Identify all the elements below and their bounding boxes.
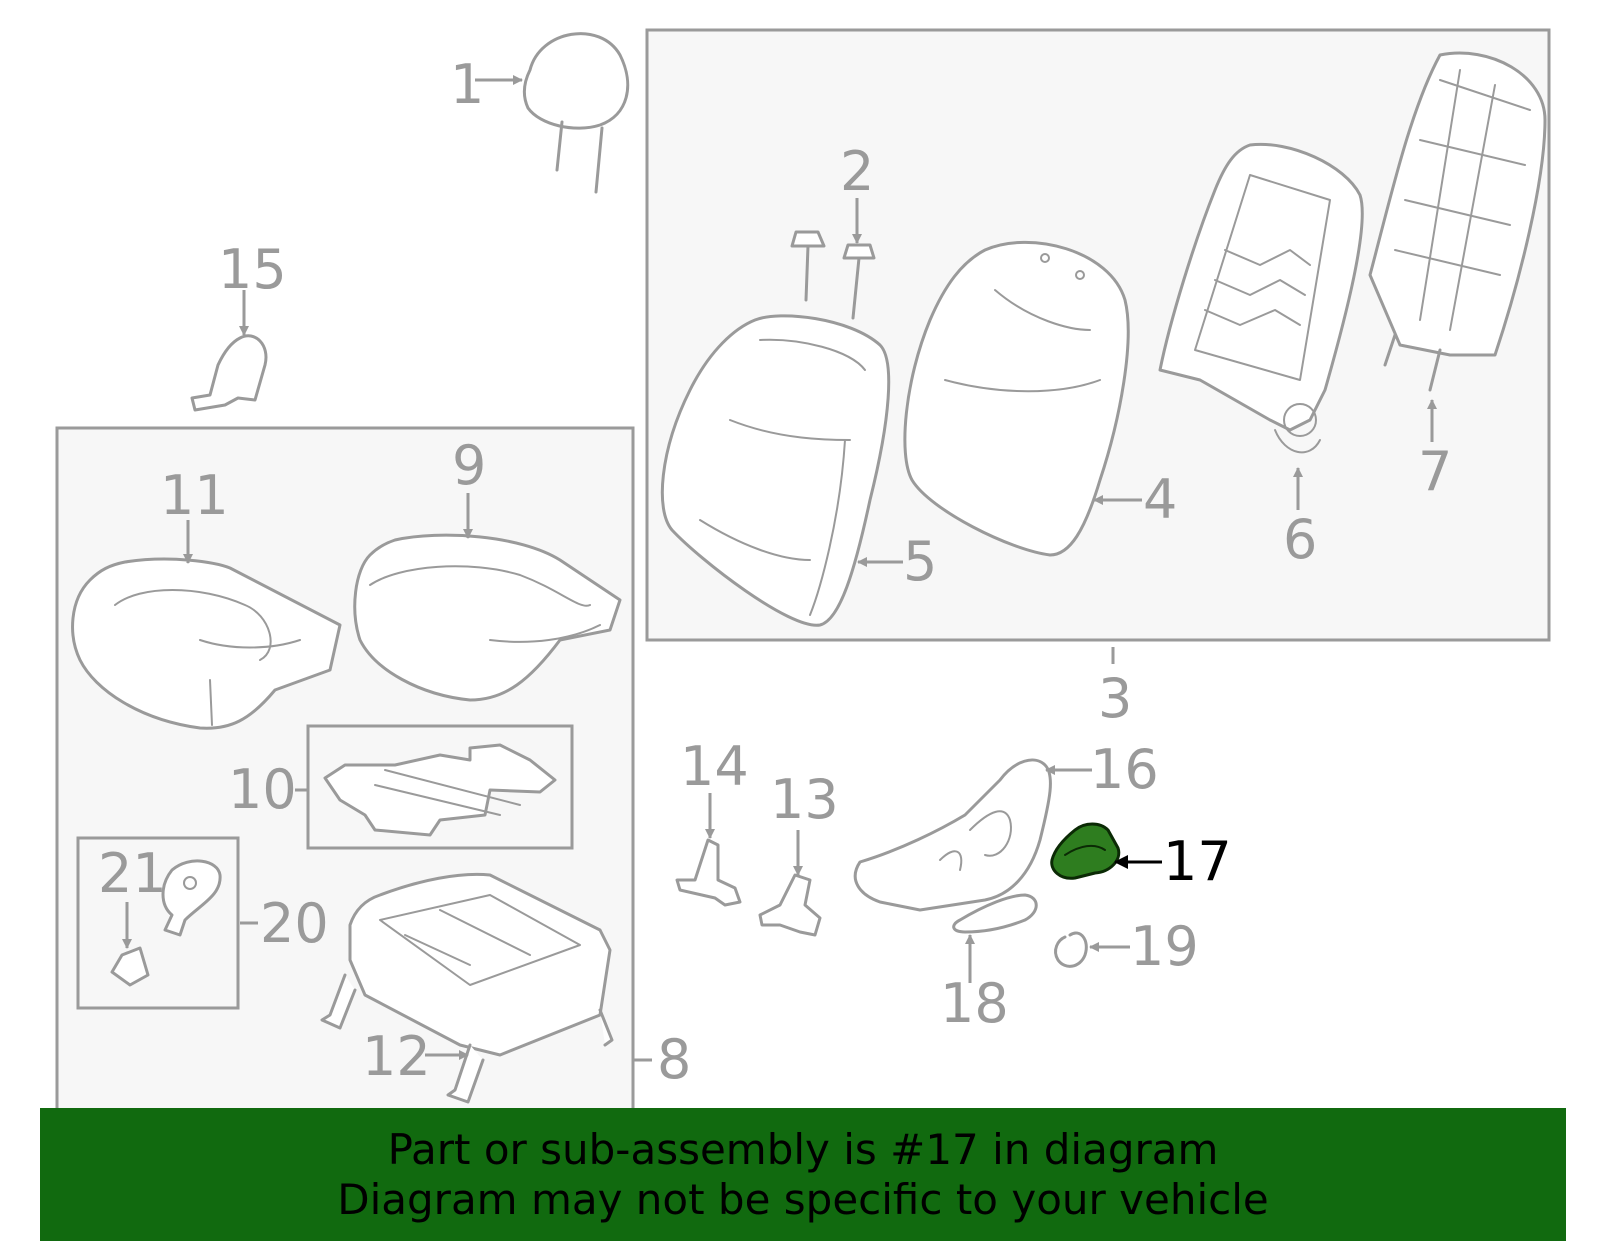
callout-21: 21 <box>98 842 167 905</box>
callout-14: 14 <box>680 735 749 798</box>
part-1-headrest[interactable] <box>522 32 630 194</box>
callout-19: 19 <box>1130 915 1199 978</box>
part-7-back-panel[interactable] <box>1368 51 1547 392</box>
callout-17-highlighted: 17 <box>1163 830 1232 893</box>
callout-16: 16 <box>1090 738 1159 801</box>
part-10-pad-pieces[interactable] <box>323 743 557 837</box>
callout-3: 3 <box>1098 667 1132 730</box>
part-5-back-cover[interactable] <box>660 314 891 627</box>
callout-9: 9 <box>452 434 486 497</box>
part-4-back-pad[interactable] <box>903 240 1130 557</box>
leader-lines <box>122 75 1437 1062</box>
part-19-clip[interactable] <box>1054 931 1088 968</box>
part-13-bracket[interactable] <box>758 873 822 937</box>
banner-line-part-number: Part or sub-assembly is #17 in diagram <box>387 1124 1219 1174</box>
part-18-handle[interactable] <box>952 893 1038 934</box>
callout-12: 12 <box>362 1025 431 1088</box>
callout-4: 4 <box>1143 468 1177 531</box>
callout-18: 18 <box>940 972 1009 1035</box>
part-2-headrest-guides[interactable] <box>790 230 876 320</box>
callout-2: 2 <box>840 140 874 203</box>
part-16-side-shield[interactable] <box>853 758 1052 912</box>
callout-13: 13 <box>770 768 839 831</box>
part-17-switch-knob-highlighted[interactable] <box>1050 822 1121 880</box>
part-9-cushion-pad[interactable] <box>353 533 622 702</box>
part-21-cover[interactable] <box>161 859 222 937</box>
part-20-small-piece[interactable] <box>110 946 150 987</box>
callout-20: 20 <box>260 892 329 955</box>
part-15-bracket[interactable] <box>190 334 268 412</box>
callout-labels: 1 2 3 4 5 6 7 8 9 10 11 12 13 14 15 16 1… <box>98 53 1452 1091</box>
callout-8: 8 <box>657 1028 691 1091</box>
part-6-back-frame[interactable] <box>1158 142 1364 454</box>
part-14-bracket[interactable] <box>675 838 742 907</box>
info-banner: Part or sub-assembly is #17 in diagram D… <box>40 1108 1566 1241</box>
callout-1: 1 <box>450 53 484 116</box>
callout-15: 15 <box>218 238 287 301</box>
part-12-cushion-frame[interactable] <box>320 872 614 1104</box>
callout-7: 7 <box>1418 440 1452 503</box>
part-11-cushion-cover[interactable] <box>71 557 342 730</box>
callout-10: 10 <box>228 758 297 821</box>
banner-line-disclaimer: Diagram may not be specific to your vehi… <box>337 1174 1269 1224</box>
callout-6: 6 <box>1283 508 1317 571</box>
callout-5: 5 <box>903 530 937 593</box>
callout-11: 11 <box>160 464 229 527</box>
